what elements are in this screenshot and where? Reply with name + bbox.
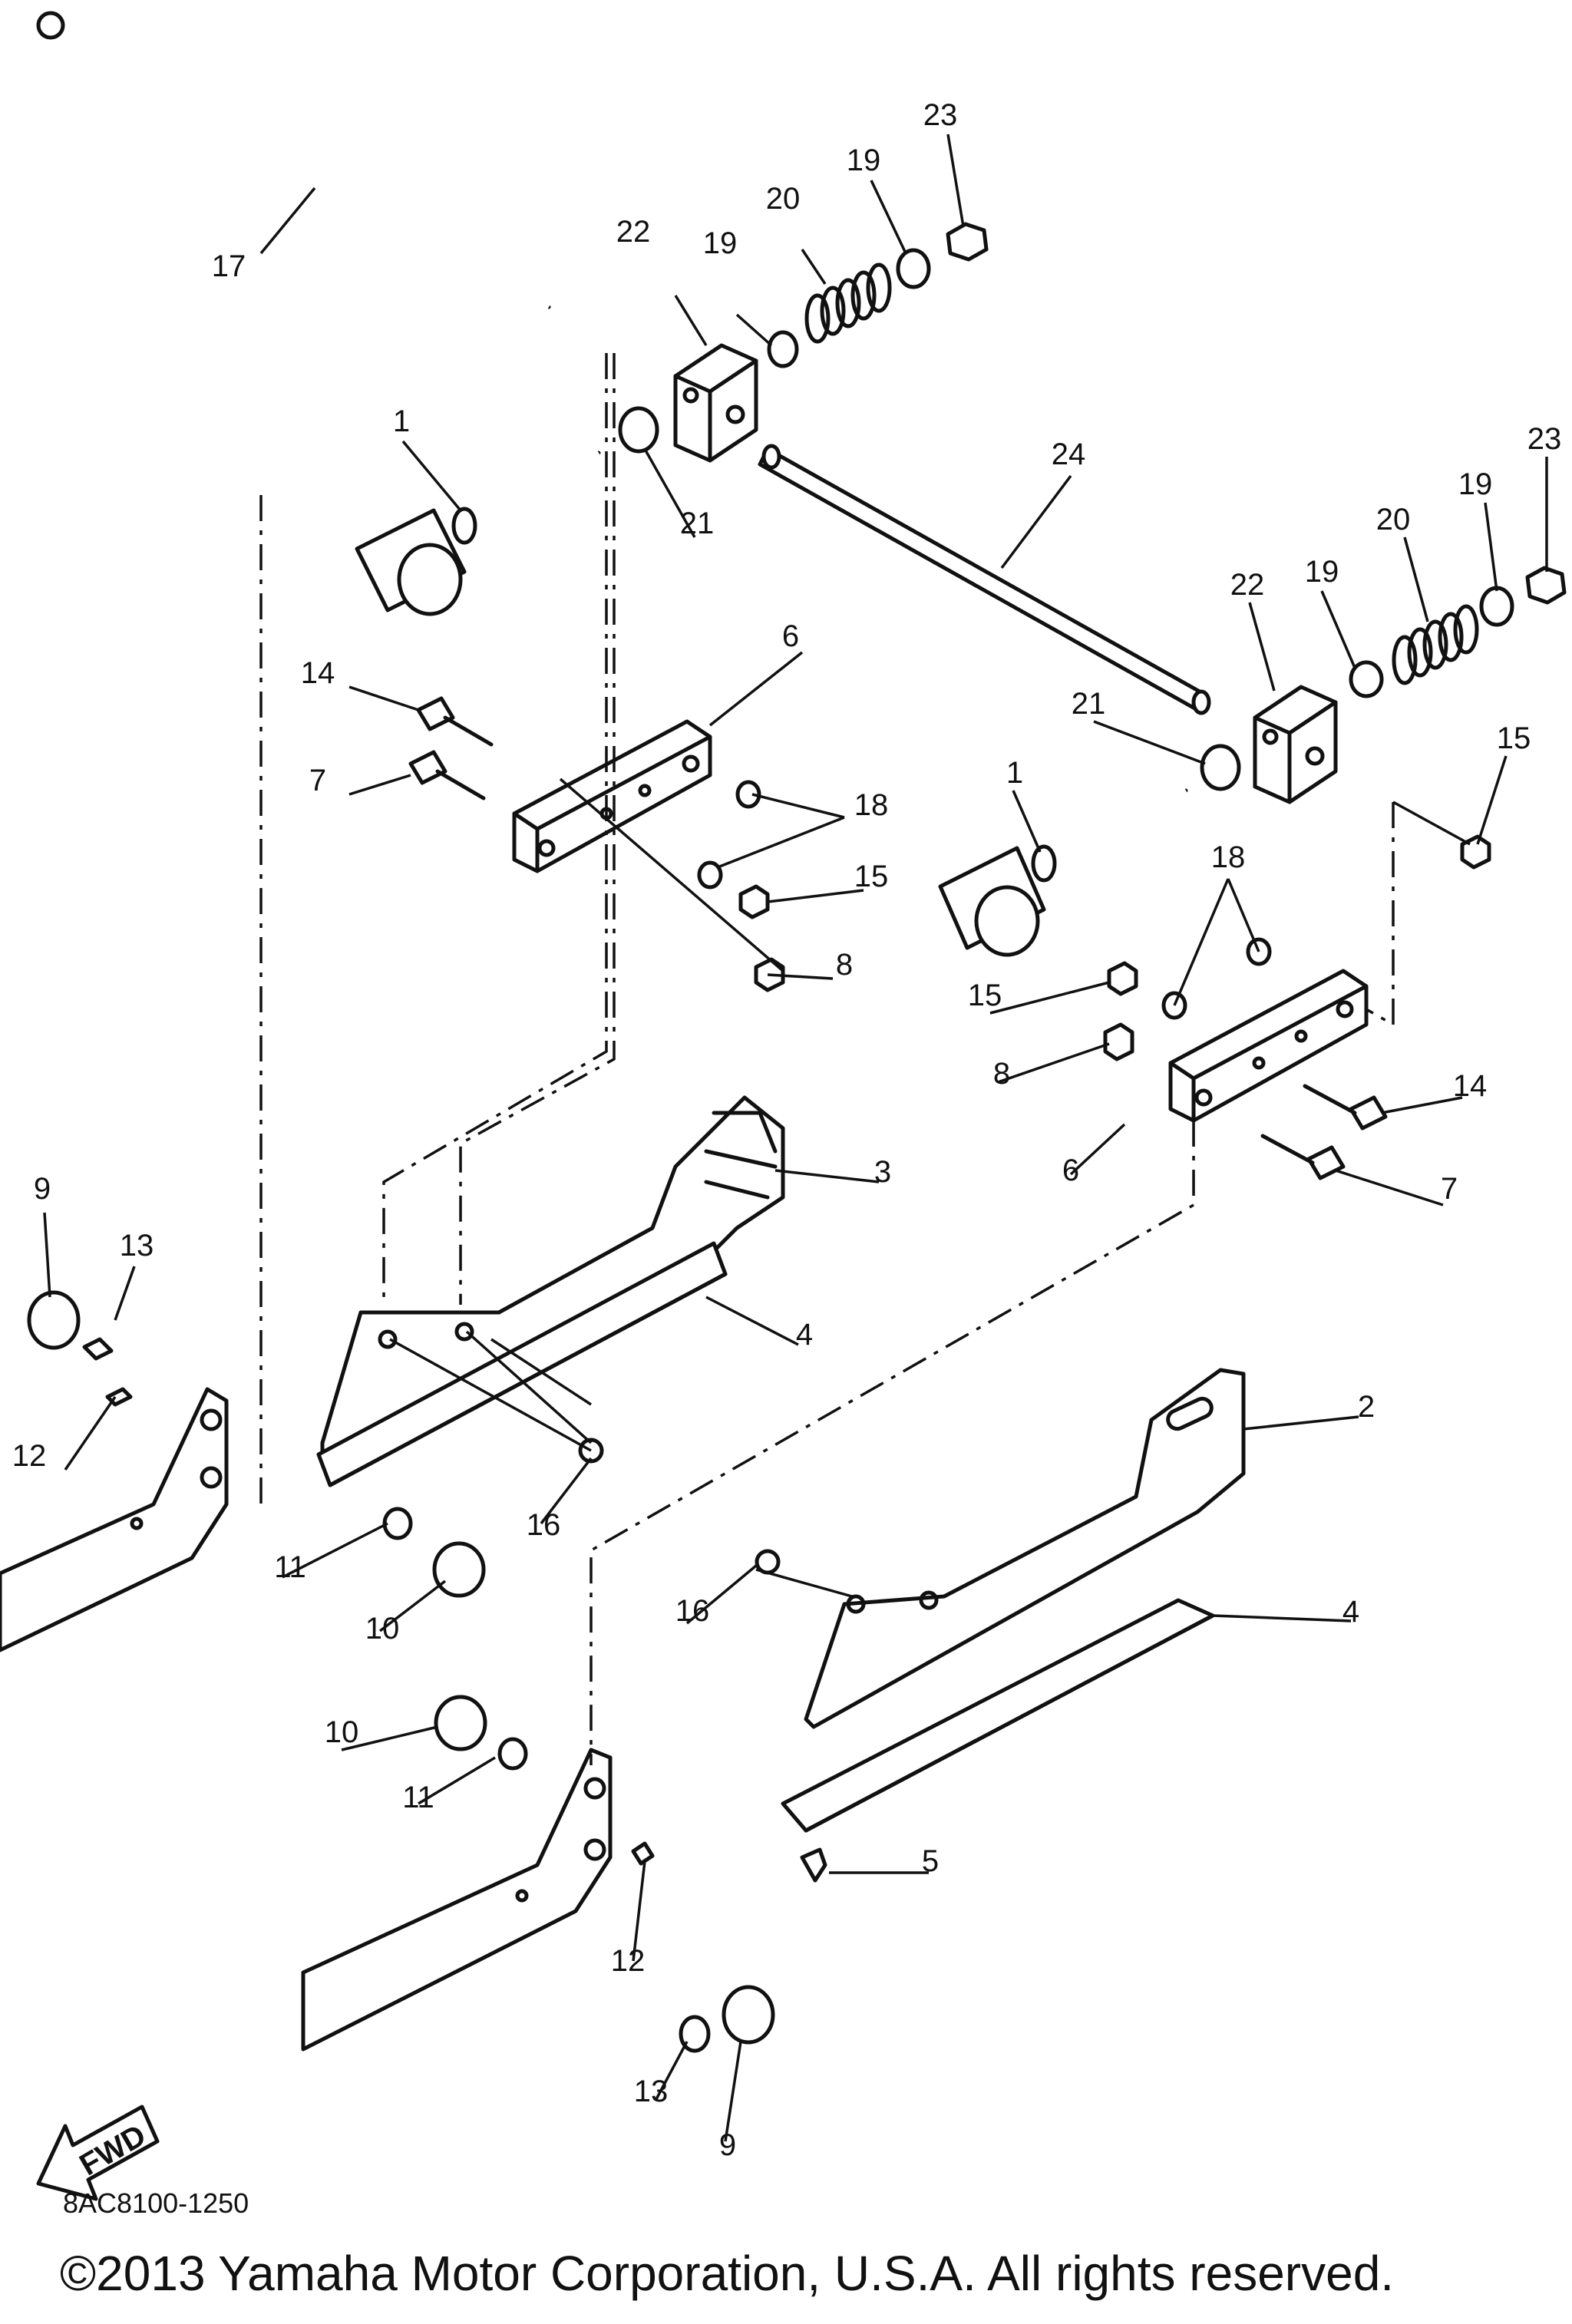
shaft-24 xyxy=(758,444,1211,715)
callout-20: 20 xyxy=(1376,503,1411,536)
arm-6-left xyxy=(512,719,712,873)
callout-1: 1 xyxy=(1006,756,1023,790)
callout-2: 2 xyxy=(1358,1390,1375,1424)
callout-17: 17 xyxy=(212,249,246,283)
bolts-left xyxy=(408,696,494,801)
collar-shaft-1-right xyxy=(938,787,1188,957)
callout-18: 18 xyxy=(1211,840,1246,874)
arm-6-right xyxy=(1168,969,1369,1123)
callout-numbers: 1123445667788991010111112121313141415151… xyxy=(12,98,1562,2162)
bracket-2-rail-4 xyxy=(755,1368,1246,1883)
callout-9: 9 xyxy=(34,1172,51,1206)
callout-23: 23 xyxy=(923,98,958,132)
callout-21: 21 xyxy=(1072,687,1106,721)
callout-10: 10 xyxy=(325,1715,359,1749)
callout-12: 12 xyxy=(611,1944,646,1978)
callout-9: 9 xyxy=(719,2128,736,2162)
bolts-right xyxy=(1260,1084,1388,1180)
callout-8: 8 xyxy=(836,948,853,982)
block-22-right xyxy=(1253,685,1338,804)
callout-23: 23 xyxy=(1527,422,1562,456)
callout-15: 15 xyxy=(968,979,1002,1012)
frame-bottom xyxy=(301,1695,775,2053)
callout-4: 4 xyxy=(796,1318,813,1352)
callout-20: 20 xyxy=(766,182,801,216)
assembly-lines xyxy=(259,353,1395,1765)
callout-19: 19 xyxy=(1458,467,1493,501)
callout-11: 11 xyxy=(402,1781,434,1814)
rod-17 xyxy=(36,11,551,309)
callout-1: 1 xyxy=(393,404,410,438)
callout-5: 5 xyxy=(922,1844,939,1878)
leader-lines xyxy=(43,134,1548,2142)
callout-16: 16 xyxy=(527,1508,561,1542)
callout-7: 7 xyxy=(309,764,326,797)
copyright-notice: ©2013 Yamaha Motor Corporation, U.S.A. A… xyxy=(60,2246,1395,2301)
callout-6: 6 xyxy=(782,619,799,653)
fwd-arrow-icon: FWD xyxy=(36,2104,160,2201)
callout-18: 18 xyxy=(854,788,889,822)
bracket-3-rail-4 xyxy=(316,1095,785,1487)
hardware-left xyxy=(697,780,785,992)
callout-19: 19 xyxy=(847,144,881,177)
callout-13: 13 xyxy=(634,2075,669,2108)
callout-3: 3 xyxy=(874,1155,891,1189)
callout-6: 6 xyxy=(1062,1154,1079,1187)
callout-16: 16 xyxy=(675,1594,710,1628)
callout-21: 21 xyxy=(680,507,715,540)
spring-stack-right xyxy=(1349,566,1567,698)
callout-22: 22 xyxy=(1230,568,1265,602)
washer-21-right xyxy=(1200,744,1241,791)
callout-12: 12 xyxy=(12,1439,47,1473)
callout-15: 15 xyxy=(1497,721,1531,755)
washer-21-top xyxy=(618,406,659,454)
callout-24: 24 xyxy=(1052,437,1086,471)
spring-stack-top xyxy=(767,222,989,368)
callout-4: 4 xyxy=(1342,1595,1359,1629)
callout-11: 11 xyxy=(274,1550,306,1584)
frame-left xyxy=(0,1290,486,1652)
collar-shaft-1-left xyxy=(355,449,601,616)
callout-10: 10 xyxy=(365,1612,400,1646)
callout-22: 22 xyxy=(616,215,651,249)
block-22-top xyxy=(673,343,758,463)
callout-19: 19 xyxy=(1305,555,1339,589)
callout-14: 14 xyxy=(1453,1069,1488,1103)
callout-14: 14 xyxy=(301,656,335,690)
callout-19: 19 xyxy=(703,226,738,260)
callout-8: 8 xyxy=(993,1057,1010,1091)
callout-15: 15 xyxy=(854,860,889,893)
diagram-code: 8AC8100-1250 xyxy=(63,2187,249,2219)
callout-13: 13 xyxy=(120,1229,154,1263)
callout-7: 7 xyxy=(1441,1172,1458,1206)
